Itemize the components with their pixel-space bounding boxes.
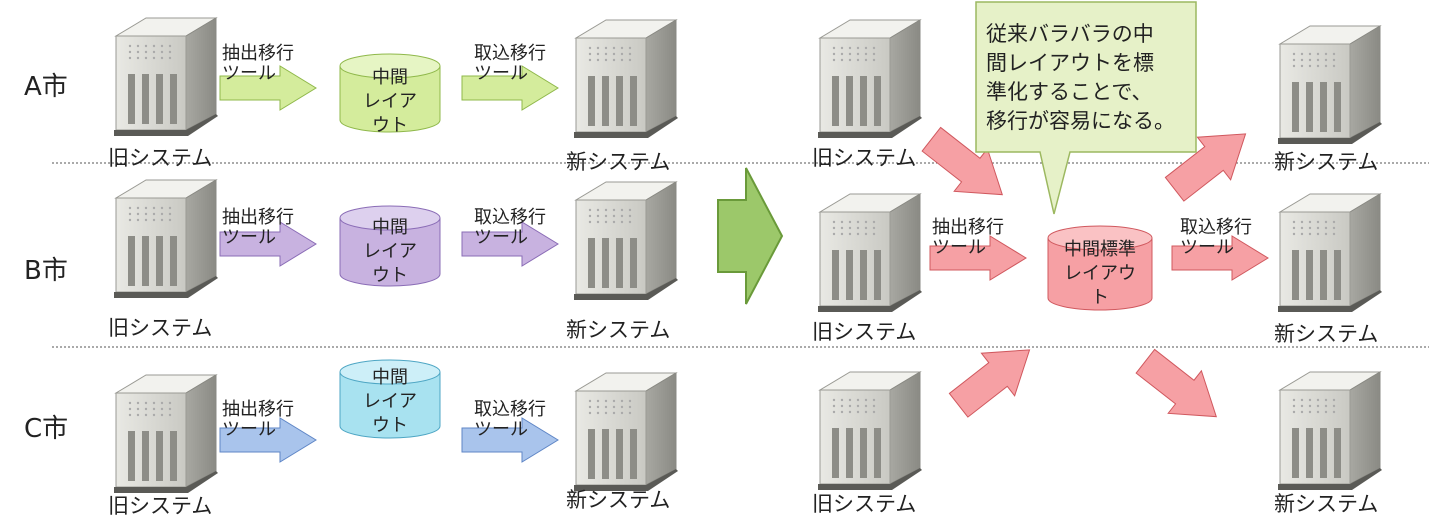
new-system-label: 新システム <box>566 150 671 174</box>
city-label-a: A市 <box>24 72 68 102</box>
extract-tool-label: 抽出移行ツール <box>222 43 294 84</box>
extract-tool-label: 抽出移行ツール <box>222 207 294 248</box>
server-icon <box>1277 371 1383 491</box>
merge-arrow <box>941 328 1047 428</box>
server-icon <box>113 374 219 494</box>
server-icon <box>1277 193 1383 313</box>
new-system-label: 新システム <box>566 488 671 512</box>
city-label-b: B市 <box>24 256 68 286</box>
server-icon <box>113 179 219 299</box>
server-icon <box>1277 25 1383 145</box>
mid-layout-label: 中間レイアウト <box>363 217 417 286</box>
import-tool-label: 取込移行ツール <box>474 207 546 248</box>
distribute-arrow <box>1128 339 1234 439</box>
old-system-label: 旧システム <box>108 146 213 170</box>
server-icon <box>817 19 923 139</box>
std-layout-label: 中間標準レイアウト <box>1064 239 1136 308</box>
new-system-label: 新システム <box>1274 492 1379 516</box>
import-tool-label: 取込移行ツール <box>474 399 546 440</box>
server-icon <box>817 193 923 313</box>
callout-bubble <box>975 1 1197 215</box>
new-system-label: 新システム <box>566 318 671 342</box>
import-tool-label: 取込移行ツール <box>1180 217 1252 258</box>
mid-layout-label: 中間レイアウト <box>363 67 417 136</box>
old-system-label: 旧システム <box>812 320 917 344</box>
database-icon <box>1047 225 1153 311</box>
server-icon <box>573 372 679 492</box>
extract-tool-label: 抽出移行ツール <box>222 399 294 440</box>
mid-layout-label: 中間レイアウト <box>363 367 417 436</box>
transition-arrow <box>717 167 784 305</box>
callout-text: 従来バラバラの中 間レイアウトを標 準化することで、 移行が容易になる。 <box>986 22 1175 133</box>
server-icon <box>573 181 679 301</box>
database-icon <box>339 205 441 287</box>
old-system-label: 旧システム <box>108 494 213 518</box>
new-system-label: 新システム <box>1274 150 1379 174</box>
import-tool-label: 取込移行ツール <box>474 43 546 84</box>
city-label-c: C市 <box>24 414 69 444</box>
old-system-label: 旧システム <box>108 316 213 340</box>
database-icon <box>339 53 441 133</box>
server-icon <box>573 19 679 139</box>
extract-tool-label: 抽出移行ツール <box>932 217 1004 258</box>
old-system-label: 旧システム <box>812 146 917 170</box>
database-icon <box>339 359 441 439</box>
old-system-label: 旧システム <box>812 492 917 516</box>
new-system-label: 新システム <box>1274 322 1379 346</box>
server-icon <box>817 371 923 491</box>
server-icon <box>113 17 219 137</box>
